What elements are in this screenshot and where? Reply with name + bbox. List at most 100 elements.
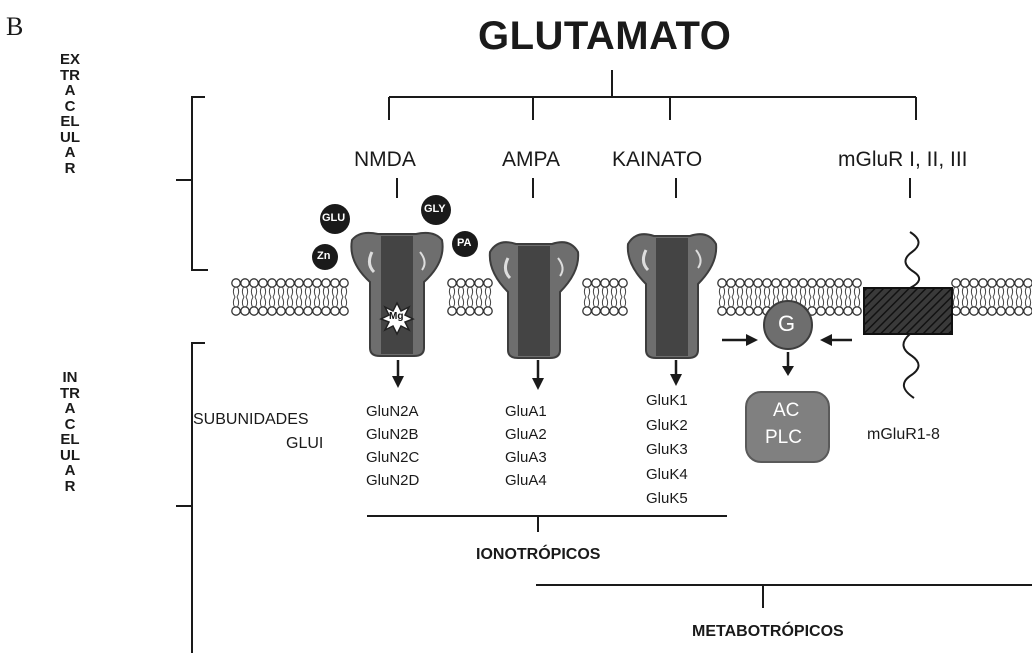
lipid-tail bbox=[773, 287, 778, 297]
lipid-tail bbox=[242, 297, 247, 307]
lipid-tail bbox=[233, 297, 238, 307]
lipid-head bbox=[970, 307, 978, 315]
lipid-head bbox=[988, 307, 996, 315]
lipid-head bbox=[718, 279, 726, 287]
lipid-head bbox=[781, 279, 789, 287]
lipid-head bbox=[322, 279, 330, 287]
lipid-tail bbox=[1016, 297, 1021, 307]
lipid-head bbox=[295, 279, 303, 287]
lipid-head bbox=[295, 307, 303, 315]
subunit-heading-line2: GLUI bbox=[286, 436, 323, 452]
lipid-head bbox=[754, 307, 762, 315]
lipid-head bbox=[745, 279, 753, 287]
lipid-head bbox=[304, 307, 312, 315]
lipid-tail bbox=[764, 297, 769, 307]
lipid-tail bbox=[1025, 297, 1030, 307]
lipid-tail bbox=[737, 287, 742, 297]
kainate-channel bbox=[628, 234, 716, 358]
extracellular-label: EXTRACELULAR bbox=[60, 52, 80, 176]
subunit-item: GluK5 bbox=[646, 487, 688, 512]
lipid-head bbox=[331, 307, 339, 315]
lipid-head bbox=[997, 307, 1005, 315]
lipid-tail bbox=[827, 287, 832, 297]
lipid-head bbox=[322, 307, 330, 315]
ionotropic-label: IONOTRÓPICOS bbox=[476, 547, 600, 563]
intracellular-label: INTRACELULAR bbox=[60, 370, 80, 494]
receptor-label-nmda: NMDA bbox=[354, 149, 416, 170]
lipid-tail bbox=[620, 287, 625, 297]
class-brackets bbox=[367, 516, 1032, 608]
lipid-head bbox=[331, 279, 339, 287]
lipid-head bbox=[1006, 307, 1014, 315]
lipid-tail bbox=[962, 297, 967, 307]
lipid-tail bbox=[845, 297, 850, 307]
lipid-tail bbox=[854, 297, 859, 307]
lipid-tail bbox=[953, 297, 958, 307]
lipid-tail bbox=[278, 287, 283, 297]
lipid-tail bbox=[800, 287, 805, 297]
lipid-tail bbox=[602, 287, 607, 297]
lipid-tail bbox=[467, 287, 472, 297]
lipid-head bbox=[232, 307, 240, 315]
lipid-head bbox=[484, 307, 492, 315]
receptor-label-kainato: KAINATO bbox=[612, 149, 702, 170]
diagram-title: GLUTAMATO bbox=[478, 16, 731, 56]
lipid-tail bbox=[1007, 287, 1012, 297]
lipid-head bbox=[808, 279, 816, 287]
lipid-tail bbox=[737, 297, 742, 307]
lipid-head bbox=[736, 279, 744, 287]
lipid-tail bbox=[476, 297, 481, 307]
lipid-head bbox=[754, 279, 762, 287]
lipid-tail bbox=[314, 287, 319, 297]
lipid-head bbox=[799, 279, 807, 287]
subunit-item: GluA1 bbox=[505, 400, 547, 423]
lipid-tail bbox=[584, 297, 589, 307]
lipid-head bbox=[241, 307, 249, 315]
lipid-tail bbox=[458, 297, 463, 307]
subunit-item: GluN2C bbox=[366, 446, 419, 469]
lipid-head bbox=[727, 279, 735, 287]
lipid-head bbox=[1015, 279, 1023, 287]
lipid-head bbox=[592, 307, 600, 315]
lipid-tail bbox=[1007, 297, 1012, 307]
lipid-head bbox=[448, 307, 456, 315]
lipid-head bbox=[619, 307, 627, 315]
lipid-tail bbox=[260, 287, 265, 297]
lipid-head bbox=[853, 307, 861, 315]
lipid-head bbox=[610, 307, 618, 315]
lipid-tail bbox=[287, 297, 292, 307]
lipid-tail bbox=[845, 287, 850, 297]
subunit-item: GluK2 bbox=[646, 414, 688, 439]
lipid-tail bbox=[989, 287, 994, 297]
lipid-head bbox=[844, 307, 852, 315]
lipid-head bbox=[583, 279, 591, 287]
lipid-tail bbox=[269, 297, 274, 307]
effector-label-ac: AC bbox=[773, 401, 799, 420]
lipid-tail bbox=[962, 287, 967, 297]
lipid-head bbox=[979, 279, 987, 287]
lipid-tail bbox=[719, 287, 724, 297]
lipid-tail bbox=[332, 297, 337, 307]
lipid-tail bbox=[251, 297, 256, 307]
lipid-tail bbox=[323, 287, 328, 297]
lipid-head bbox=[259, 307, 267, 315]
lipid-head bbox=[817, 307, 825, 315]
lipid-tail bbox=[728, 287, 733, 297]
lipid-tail bbox=[980, 287, 985, 297]
lipid-tail bbox=[764, 287, 769, 297]
lipid-head bbox=[772, 279, 780, 287]
lipid-tail bbox=[323, 297, 328, 307]
subunit-item: GluK4 bbox=[646, 463, 688, 488]
lipid-tail bbox=[269, 287, 274, 297]
lipid-tail bbox=[305, 287, 310, 297]
lipid-head bbox=[790, 279, 798, 287]
lipid-head bbox=[592, 279, 600, 287]
lipid-head bbox=[484, 279, 492, 287]
lipid-head bbox=[736, 307, 744, 315]
lipid-tail bbox=[755, 287, 760, 297]
lipid-tail bbox=[251, 287, 256, 297]
lipid-tail bbox=[485, 287, 490, 297]
lipid-head bbox=[979, 307, 987, 315]
lipid-tail bbox=[791, 287, 796, 297]
lipid-tail bbox=[728, 297, 733, 307]
